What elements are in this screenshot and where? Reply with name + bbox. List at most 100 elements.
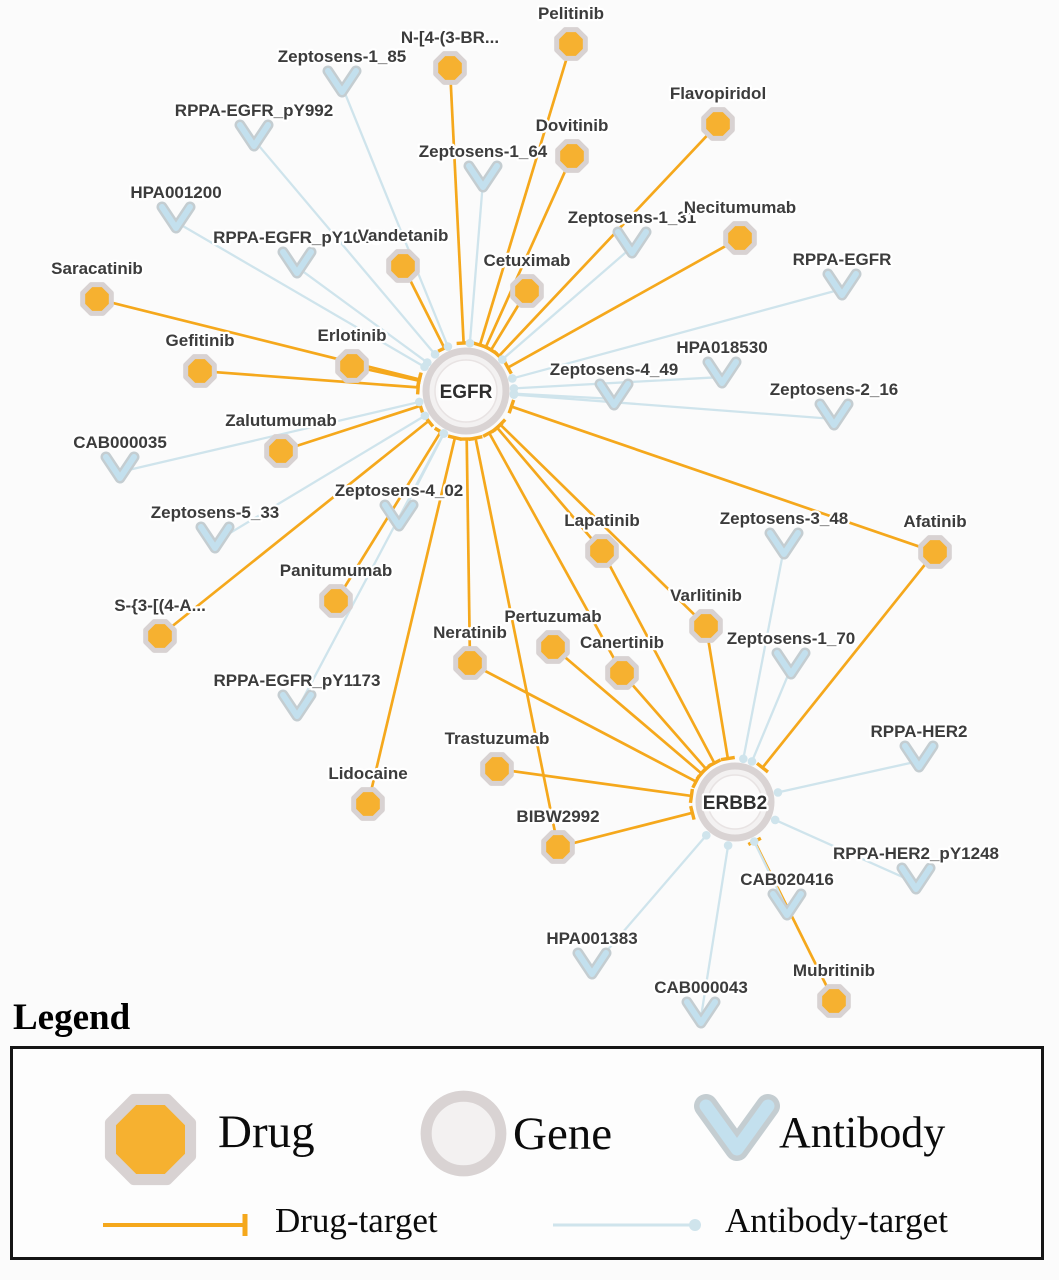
antibody-target-dot [749, 837, 759, 846]
antibody-target-edge-zep_1_85-egfr [342, 88, 449, 347]
drug-node-gefitinib [183, 354, 217, 388]
antibody-node-zep_2_16 [814, 398, 854, 431]
drug-target-tee [755, 761, 770, 774]
drug-node-flavopiridol [701, 107, 735, 141]
legend-drug-target-label: Drug-target [275, 1201, 438, 1240]
antibody-node-rppa_egfr_py992 [234, 119, 274, 152]
drug-label-canertinib: Canertinib [580, 633, 664, 652]
antibody-target-dot [430, 350, 440, 359]
antibody-target-edge-hpa001383-erbb2 [593, 834, 708, 967]
antibody-label-rppa_her2_py1248: RPPA-HER2_pY1248 [833, 844, 999, 863]
drug-target-edge-afatinib-erbb2 [761, 555, 933, 769]
drug-label-zalutumumab: Zalutumumab [225, 411, 336, 430]
drug-target-tee [468, 435, 483, 442]
drug-node-necitumumab [723, 221, 757, 255]
drug-node-vandetanib [386, 249, 420, 283]
drug-target-edge-zalutumumab-egfr [286, 404, 421, 451]
drug-label-saracatinib: Saracatinib [51, 259, 143, 278]
antibody-label-zep_1_31: Zeptosens-1_31 [568, 208, 697, 227]
antibody-target-edge-rppa_her2_py1248-erbb2 [774, 818, 914, 883]
drug-label-bibw2992: BIBW2992 [516, 807, 599, 826]
drug-label-lapatinib: Lapatinib [564, 511, 640, 530]
drug-target-edge-vandetanib-egfr [404, 270, 446, 349]
drug-target-edge-necitumumab-egfr [507, 239, 736, 369]
legend-gene-circle [420, 1090, 507, 1177]
antibody-target-dot [773, 788, 783, 797]
antibody-target-edge-zep_1_64-egfr [468, 184, 484, 344]
drug-target-edge-bibw2992-egfr [474, 437, 559, 842]
label-layer: Zeptosens-1_85RPPA-EGFR_pY992Zeptosens-1… [49, 2, 1001, 1000]
antibody-node-rppa_her2 [899, 740, 939, 773]
drug-node-bibw2992 [541, 830, 575, 864]
antibody-label-rppa_egfr_py1068: RPPA-EGFR_pY1068 [213, 228, 381, 247]
gene-layer [422, 347, 775, 842]
antibody-node-zep_1_31 [612, 226, 652, 259]
drug-target-edge-neratinib-egfr [465, 438, 472, 658]
antibody-label-cab000035: CAB000035 [73, 433, 167, 452]
legend-antibody-target-dot [689, 1219, 701, 1231]
drug-target-tee [494, 418, 507, 431]
antibody-node-rppa_egfr [822, 268, 862, 301]
antibody-label-hpa018530: HPA018530 [676, 338, 767, 357]
drug-node-pertuzumab [536, 630, 570, 664]
antibody-node-rppa_her2_py1248 [896, 862, 936, 895]
drug-target-tee [688, 805, 696, 821]
antibody-target-edge-rppa_egfr_py992-egfr [255, 141, 436, 356]
antibody-label-zep_4_02: Zeptosens-4_02 [335, 481, 464, 500]
drug-target-edge-dovitinib-egfr [484, 160, 571, 348]
antibody-target-dot [723, 841, 733, 850]
drug-label-pelitinib: Pelitinib [538, 4, 604, 23]
antibody-label-zep_2_16: Zeptosens-2_16 [770, 380, 899, 399]
antibody-node-rppa_egfr_py1173 [277, 689, 317, 722]
antibody-label-cab000043: CAB000043 [654, 978, 748, 997]
drug-label-mubritinib: Mubritinib [793, 961, 875, 980]
drug-label-dovitinib: Dovitinib [536, 116, 609, 135]
drug-target-edge-neratinib-erbb2 [474, 664, 697, 783]
drug-node-trastuzumab [480, 752, 514, 786]
antibody-target-edge-rppa_egfr_py1068-egfr [298, 267, 428, 364]
drug-label-s3_4a: S-{3-[(4-A... [114, 596, 206, 615]
legend-drug-label: Drug [218, 1106, 315, 1158]
antibody-layer [100, 65, 939, 1029]
antibody-node-zep_4_02 [379, 499, 419, 532]
drug-node-lidocaine [351, 787, 385, 821]
drug-label-gefitinib: Gefitinib [166, 331, 235, 350]
antibody-node-zep_3_48 [764, 527, 804, 560]
legend-antibody-label: Antibody [779, 1108, 946, 1157]
legend-drug-octagon [104, 1093, 197, 1186]
drug-target-edge-varlitinib-erbb2 [705, 631, 730, 759]
antibody-target-dot [497, 355, 507, 364]
antibody-target-dot [770, 815, 780, 825]
drug-node-s3_4a [143, 619, 177, 653]
drug-node-icon [104, 1093, 197, 1186]
antibody-target-edge-hpa001200-egfr [178, 222, 426, 368]
gene-node-egfr [422, 347, 510, 435]
legend-box: Drug Gene Antibody Drug-target Antibody-… [10, 1046, 1044, 1260]
antibody-node-rppa_egfr_py1068 [277, 246, 317, 279]
drug-target-tee [688, 788, 695, 804]
antibody-label-hpa001200: HPA001200 [130, 183, 221, 202]
antibody-label-rppa_her2: RPPA-HER2 [871, 722, 968, 741]
antibody-target-edge-zep_5_33-egfr [217, 414, 426, 542]
drug-target-edge-icon [103, 1214, 248, 1236]
antibody-node-hpa018530 [702, 356, 742, 389]
antibody-node-hpa001383 [572, 947, 612, 980]
legend-gene-label: Gene [513, 1108, 613, 1160]
antibody-target-edge-zep_1_70-erbb2 [750, 670, 791, 762]
antibody-label-zep_5_33: Zeptosens-5_33 [151, 503, 280, 522]
antibody-node-cab020416 [767, 888, 807, 921]
drug-target-edge-n4_3br-egfr [448, 73, 465, 344]
antibody-target-dot [739, 754, 748, 764]
drug-target-edge-flavopiridol-egfr [497, 127, 715, 358]
drug-label-necitumumab: Necitumumab [684, 198, 796, 217]
drug-layer [80, 27, 952, 1018]
antibody-target-edge-zep_4_49-egfr [513, 392, 611, 400]
antibody-node-zep_1_64 [463, 160, 503, 193]
antibody-node-zep_1_70 [771, 647, 811, 680]
drug-label-lidocaine: Lidocaine [328, 764, 407, 783]
antibody-node-zep_4_49 [594, 378, 634, 411]
drug-node-erlotinib [335, 349, 369, 383]
drug-target-tee [484, 344, 498, 356]
drug-label-cetuximab: Cetuximab [484, 251, 571, 270]
antibody-target-edge-zep_2_16-egfr [513, 393, 831, 420]
